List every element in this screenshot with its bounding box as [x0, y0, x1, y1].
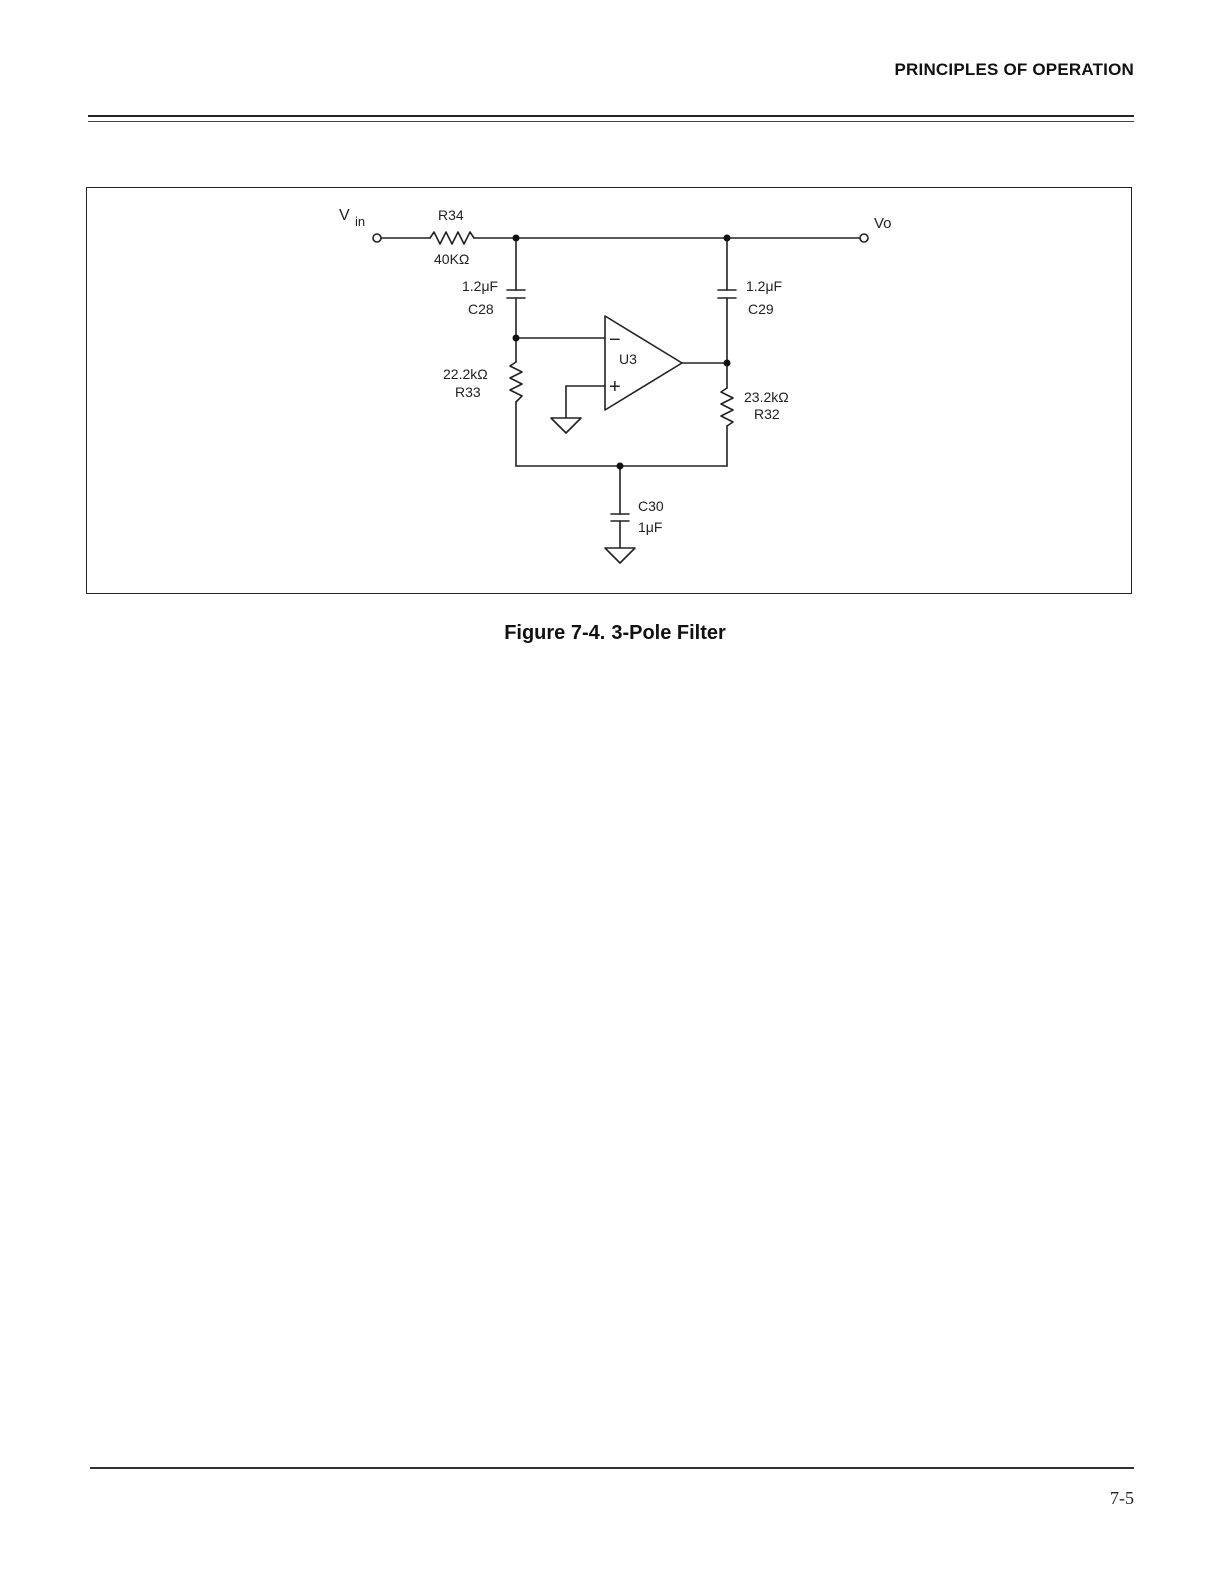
- figure-title: 3-Pole Filter: [605, 622, 725, 644]
- label-opamp-minus: −: [609, 329, 621, 351]
- label-vin: V: [339, 207, 350, 224]
- ground-symbol-c30: [605, 548, 635, 563]
- label-vin-sub: in: [355, 214, 365, 229]
- r32-resistor: [721, 388, 733, 426]
- figure-number: Figure 7-4.: [498, 622, 605, 644]
- label-r34-value: 40KΩ: [434, 251, 469, 267]
- label-c28-value: 1.2μF: [462, 278, 498, 294]
- vo-terminal: [860, 234, 868, 242]
- vin-terminal: [373, 234, 381, 242]
- ground-symbol-opamp: [551, 418, 581, 433]
- label-opamp-plus: +: [609, 376, 621, 398]
- junction-node-a: [513, 235, 520, 242]
- label-r33-value: 22.2kΩ: [443, 366, 488, 382]
- label-c30-value: 1μF: [638, 519, 662, 535]
- label-vo: Vo: [874, 215, 892, 232]
- label-c29-name: C29: [748, 301, 774, 317]
- label-c28-name: C28: [468, 301, 494, 317]
- figure-caption: Figure 7-4.3-Pole Filter: [0, 622, 1224, 645]
- label-r32-name: R32: [754, 406, 780, 422]
- junction-node-c: [724, 235, 731, 242]
- footer-rule: [90, 1467, 1134, 1469]
- label-r32-value: 23.2kΩ: [744, 389, 789, 405]
- label-r34-name: R34: [438, 207, 464, 223]
- label-u3: U3: [619, 351, 637, 367]
- page-number: 7-5: [1110, 1488, 1134, 1509]
- label-c30-name: C30: [638, 498, 664, 514]
- label-c29-value: 1.2μF: [746, 278, 782, 294]
- r34-resistor: [430, 232, 474, 244]
- schematic-3-pole-filter: V in Vo R34 40KΩ 1.2μF C28 1.2μF C29 U3 …: [0, 0, 1224, 700]
- junction-node-b: [513, 335, 520, 342]
- junction-node-d: [724, 360, 731, 367]
- label-r33-name: R33: [455, 384, 481, 400]
- junction-bottom: [617, 463, 624, 470]
- r33-resistor: [510, 362, 522, 402]
